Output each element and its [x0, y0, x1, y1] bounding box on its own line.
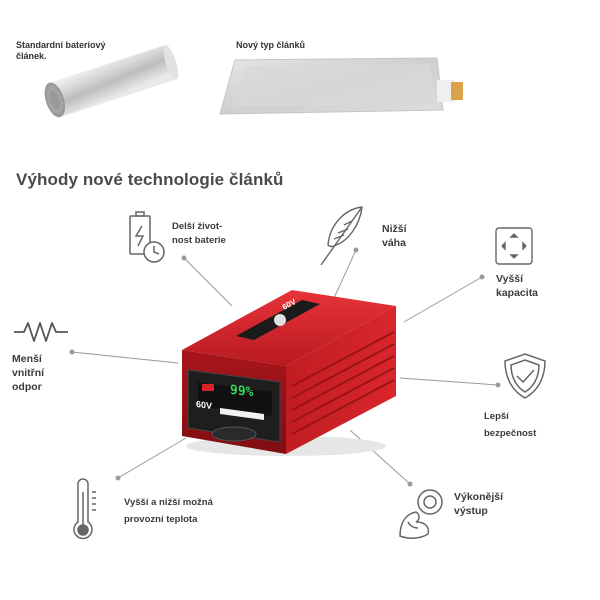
label-longer-battery-life: Delší život- nost baterie: [172, 221, 226, 246]
standard-cell-caption: Standardní bateriový článek.: [16, 40, 106, 61]
thermometer-icon: [73, 478, 96, 540]
label-lower-internal-resistance: Menší vnitřní odpor: [12, 353, 45, 393]
capacity-expand-icon: [495, 227, 533, 265]
label-higher-capacity: Vyšší kapacita: [496, 273, 539, 299]
pouch-cell-image: [219, 57, 463, 115]
battery-clock-icon: [129, 211, 165, 263]
new-cell-caption: Nový typ článků: [236, 40, 306, 50]
section-heading: Výhody nové technologie článků: [16, 170, 284, 189]
battery-voltage-badge: 60V: [196, 398, 213, 412]
label-powerful-output: Výkonější výstup: [454, 491, 504, 517]
battery-display-percentage: 99%: [230, 382, 254, 401]
shield-check-icon: [504, 353, 546, 399]
label-better-safety: Lepší bezpečnost: [484, 411, 537, 439]
label-operating-temperature: Vyšší a nižší možná provozní teplota: [124, 497, 213, 525]
power-output-icon: [399, 489, 443, 539]
cylindrical-cell-image: [44, 45, 179, 118]
label-lower-weight: Nižší váha: [382, 223, 407, 249]
battery-pack-image: [182, 290, 396, 456]
resistor-icon: [14, 322, 68, 342]
feather-icon: [320, 206, 363, 266]
